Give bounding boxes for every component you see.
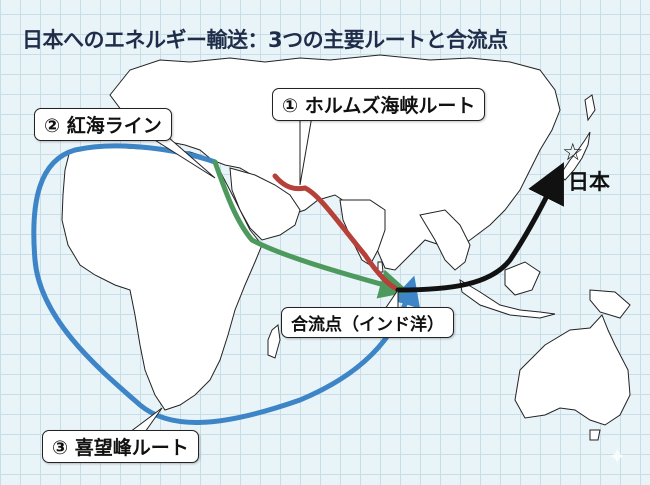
southeast-asia <box>419 209 471 271</box>
sumatra-java <box>459 279 556 319</box>
japan <box>559 131 591 181</box>
callout-route-red-sea: ② 紅海ライン <box>34 108 172 141</box>
new-guinea <box>589 289 631 319</box>
australia <box>514 314 631 426</box>
callout-route-cape: ③ 喜望峰ルート <box>42 430 199 463</box>
route-red-sea <box>212 159 410 299</box>
page-title: 日本へのエネルギー輸送：3つの主要ルートと合流点 <box>22 28 508 52</box>
callout-merge-point: 合流点（インド洋） <box>281 307 454 338</box>
star-icon: ☆ <box>562 138 584 166</box>
route-merged-to-japan <box>395 162 564 293</box>
callout-route-hormuz: ① ホルムズ海峡ルート <box>272 88 486 121</box>
route-cape-of-good-hope <box>31 143 421 425</box>
borneo <box>504 261 541 296</box>
sparkle-icon: ✦ <box>608 445 627 470</box>
route-strait-of-hormuz <box>272 173 398 291</box>
tasmania <box>589 429 601 441</box>
hokkaido <box>584 94 596 122</box>
destination-japan-label: 日本 <box>568 170 610 194</box>
madagascar <box>267 324 281 359</box>
